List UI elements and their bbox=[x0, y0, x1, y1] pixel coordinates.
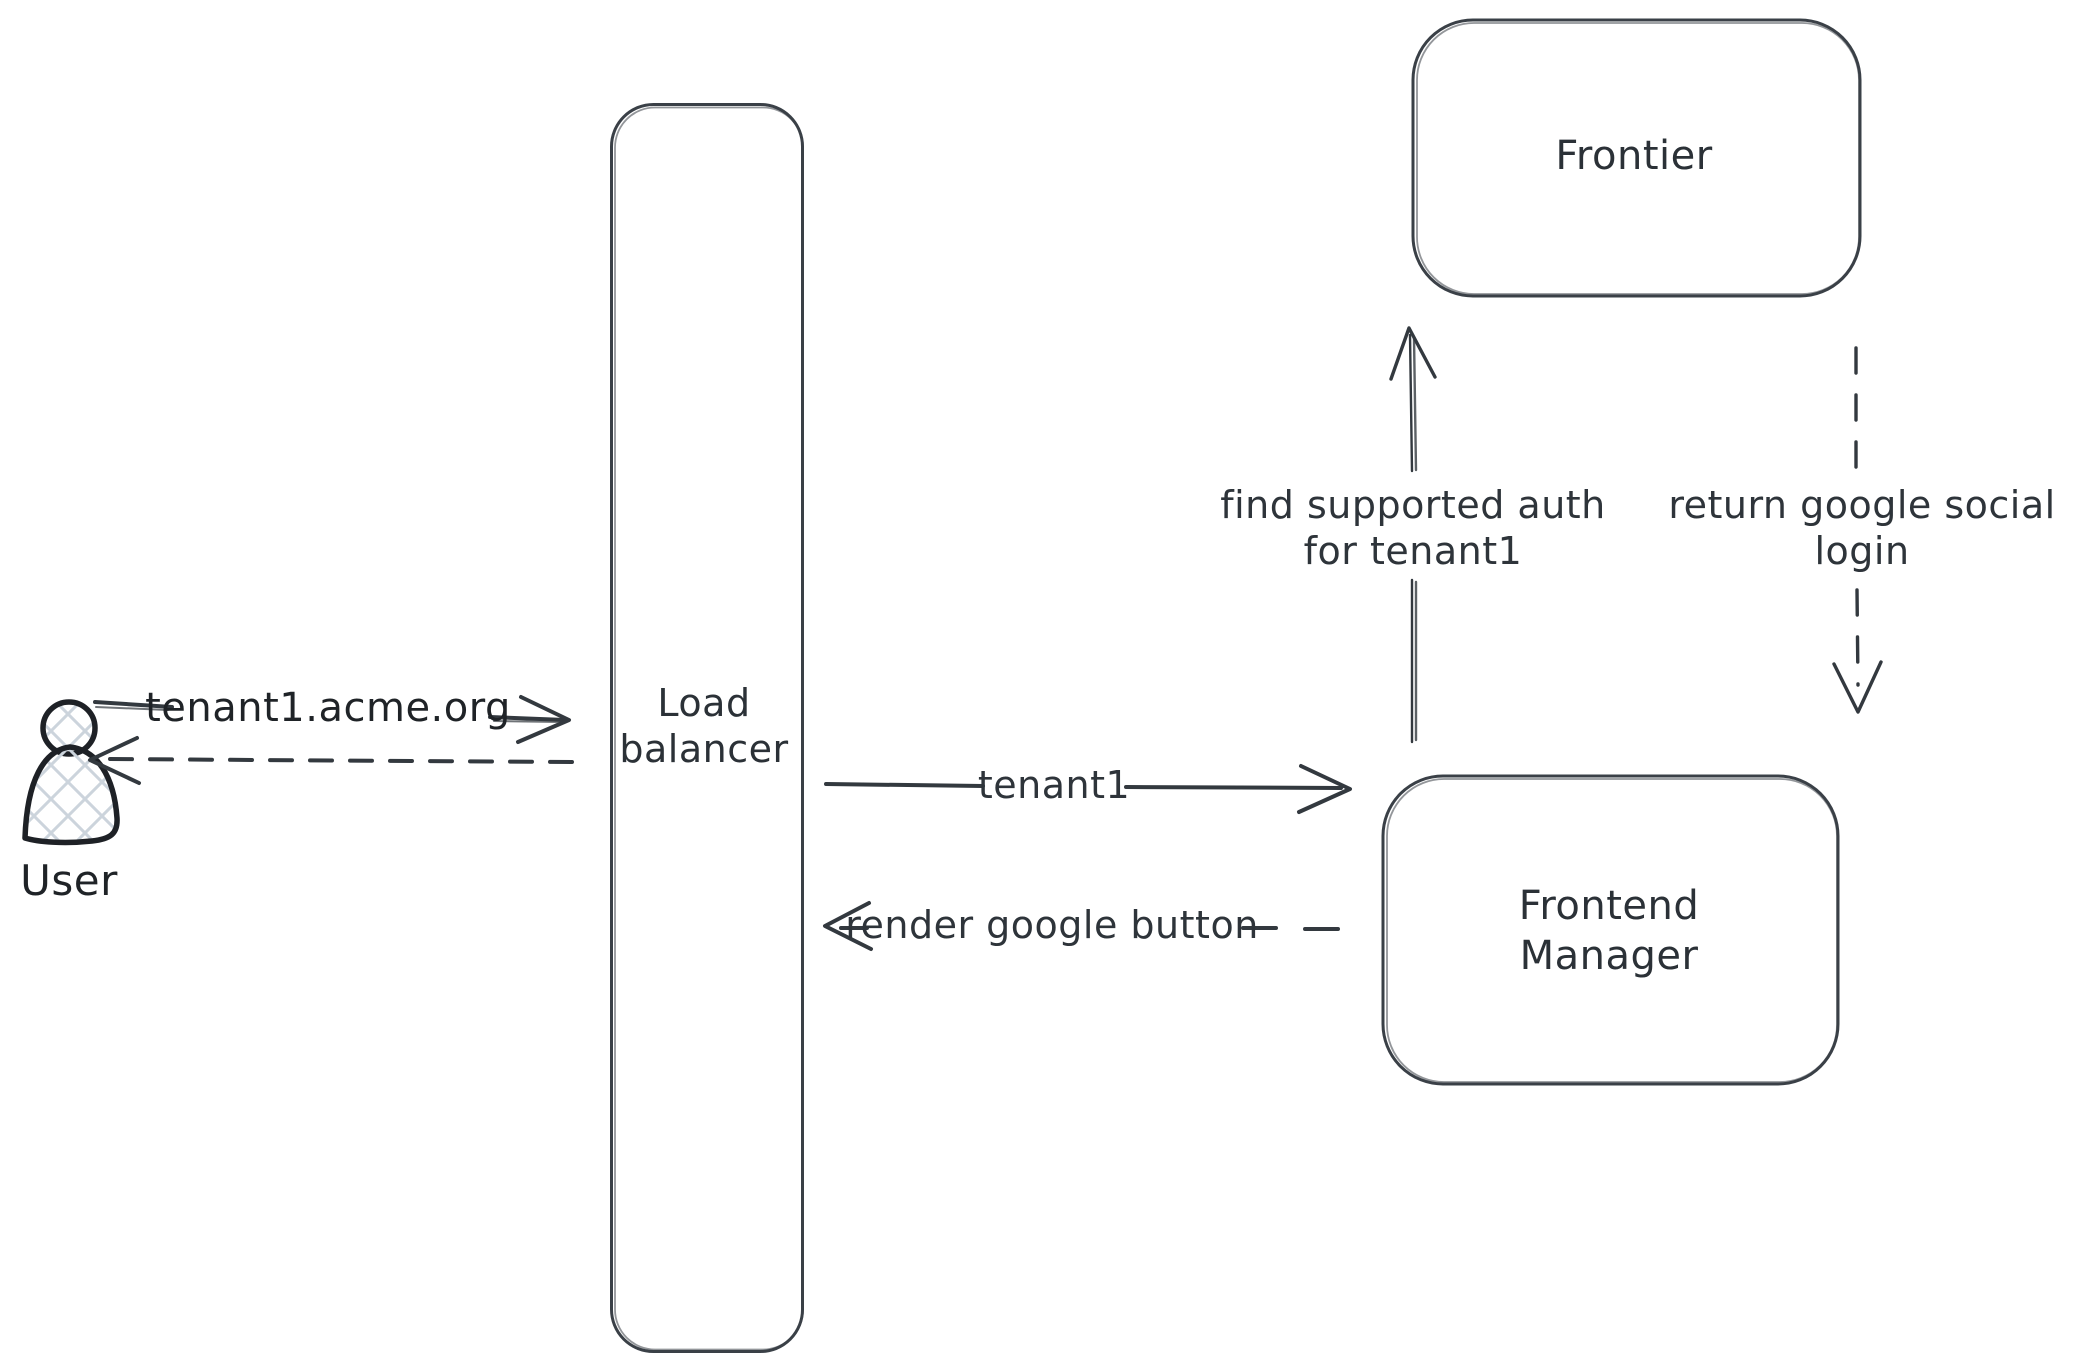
load-balancer-label: Load balancer bbox=[619, 680, 788, 772]
user-actor-icon bbox=[22, 699, 120, 846]
arrowhead-down bbox=[1832, 660, 1883, 714]
edge-label-find-supported-auth: find supported auth for tenant1 bbox=[1220, 482, 1606, 574]
edge-label-tenant1: tenant1 bbox=[977, 763, 1131, 807]
arrow-load-balancer-to-frontend-manager bbox=[824, 764, 1352, 814]
user-label: User bbox=[20, 856, 118, 905]
arrow-user-to-load-balancer bbox=[93, 695, 571, 744]
arrowhead-left bbox=[823, 901, 873, 951]
edge-label-return-google-social-login-line2: login bbox=[1814, 529, 1910, 573]
arrow-frontend-manager-to-frontier bbox=[1389, 326, 1437, 744]
edge-label-return-google-social-login-line1: return google social bbox=[1668, 483, 2056, 527]
frontend-manager-label: Frontend Manager bbox=[1519, 881, 1700, 981]
edge-label-find-supported-auth-line1: find supported auth bbox=[1220, 483, 1606, 527]
arrowhead-up bbox=[1389, 326, 1437, 381]
edge-label-tenant1-acme-org: tenant1.acme.org bbox=[145, 685, 511, 731]
load-balancer-label-line1: Load bbox=[657, 681, 751, 725]
frontend-manager-label-line2: Manager bbox=[1519, 933, 1699, 979]
arrowhead-left bbox=[88, 736, 141, 785]
frontier-box bbox=[1411, 18, 1862, 298]
load-balancer-box bbox=[610, 103, 804, 1353]
frontend-manager-box bbox=[1381, 774, 1840, 1086]
edge-label-return-google-social-login: return google social login bbox=[1668, 482, 2055, 574]
arrowhead-right bbox=[516, 695, 571, 744]
edge-label-render-google-button: render google button bbox=[845, 903, 1259, 947]
edge-label-find-supported-auth-line2: for tenant1 bbox=[1303, 529, 1523, 573]
frontier-label: Frontier bbox=[1555, 133, 1713, 179]
arrow-frontier-to-frontend-manager bbox=[1832, 346, 1883, 714]
user-body bbox=[22, 744, 120, 846]
arrowhead-right bbox=[1297, 764, 1352, 814]
arrow-load-balancer-to-user bbox=[88, 736, 574, 785]
frontend-manager-label-line1: Frontend bbox=[1518, 883, 1700, 929]
load-balancer-label-line2: balancer bbox=[619, 727, 789, 771]
arrow-frontend-manager-to-load-balancer bbox=[823, 901, 1340, 951]
